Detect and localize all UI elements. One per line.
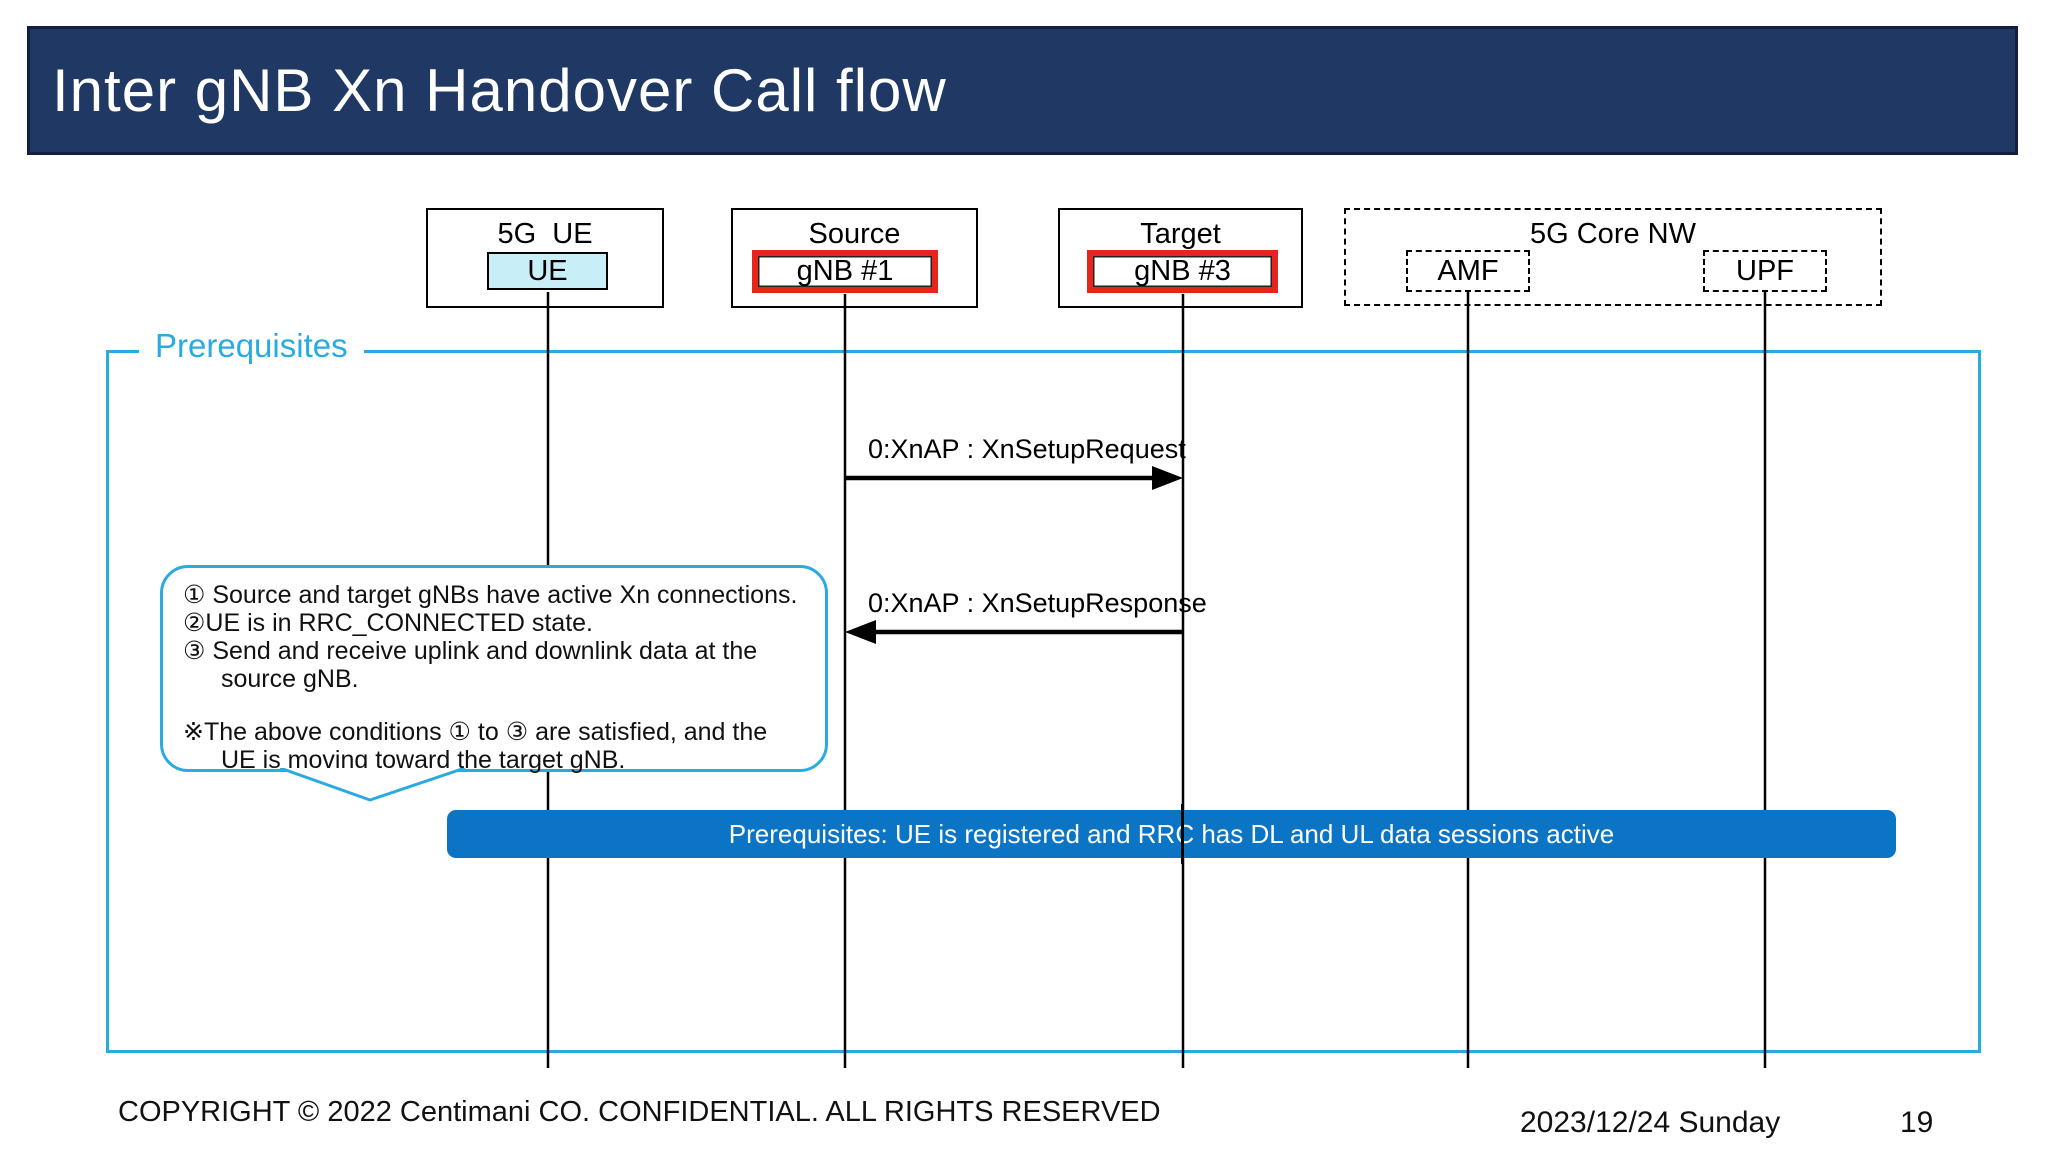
actor-group-core-nw-label: 5G Core NW	[1530, 218, 1696, 250]
footer-date: 2023/12/24 Sunday	[1520, 1106, 1781, 1139]
page-title: Inter gNB Xn Handover Call flow	[52, 57, 947, 124]
prerequisites-frame: Prerequisites	[106, 327, 1981, 1053]
callout-line: ②UE is in RRC_CONNECTED state.	[183, 609, 593, 637]
title-bar: Inter gNB Xn Handover Call flow	[27, 26, 2018, 155]
actor-node-upf-label: UPF	[1736, 254, 1794, 287]
actor-node-source-gnb1-label: gNB #1	[796, 255, 894, 287]
prerequisites-banner-text: Prerequisites: UE is registered and RRC …	[728, 818, 1615, 849]
prerequisites-banner: Prerequisites: UE is registered and RRC …	[447, 810, 1896, 858]
actor-node-source-gnb1: gNB #1	[752, 250, 938, 293]
message-label-xnsetupresponse: 0:XnAP : XnSetupResponse	[868, 588, 1207, 618]
footer-page-number: 19	[1900, 1106, 1934, 1139]
callout-line: ③ Send and receive uplink and downlink d…	[183, 637, 758, 665]
actor-node-amf-label: AMF	[1437, 254, 1499, 287]
actor-group-source-label: Source	[808, 218, 901, 250]
actor-node-upf: UPF	[1703, 250, 1827, 292]
actor-group-ue-label: 5G UE	[497, 218, 593, 250]
callout-line: ① Source and target gNBs have active Xn …	[183, 581, 798, 609]
message-label-xnsetuprequest: 0:XnAP : XnSetupRequest	[868, 434, 1186, 464]
actor-node-ue: UE	[487, 252, 608, 290]
actor-node-ue-label: UE	[527, 254, 568, 287]
actor-group-ue: 5G UE	[426, 208, 664, 308]
actor-node-amf: AMF	[1406, 250, 1530, 292]
actor-node-target-gnb3: gNB #3	[1087, 250, 1278, 293]
footer-copyright: COPYRIGHT © 2022 Centimani CO. CONFIDENT…	[118, 1096, 1161, 1128]
callout-line: ※The above conditions ① to ③ are satisfi…	[183, 718, 768, 746]
actor-group-target-label: Target	[1140, 218, 1221, 250]
lifeline-target-over-banner	[1181, 804, 1184, 864]
prerequisites-callout: ① Source and target gNBs have active Xn …	[160, 565, 828, 774]
actor-node-target-gnb3-label: gNB #3	[1134, 255, 1231, 287]
callout-line: UE is moving toward the target gNB.	[221, 746, 626, 774]
prerequisites-frame-label: Prerequisites	[139, 327, 364, 365]
callout-line: source gNB.	[221, 665, 359, 693]
